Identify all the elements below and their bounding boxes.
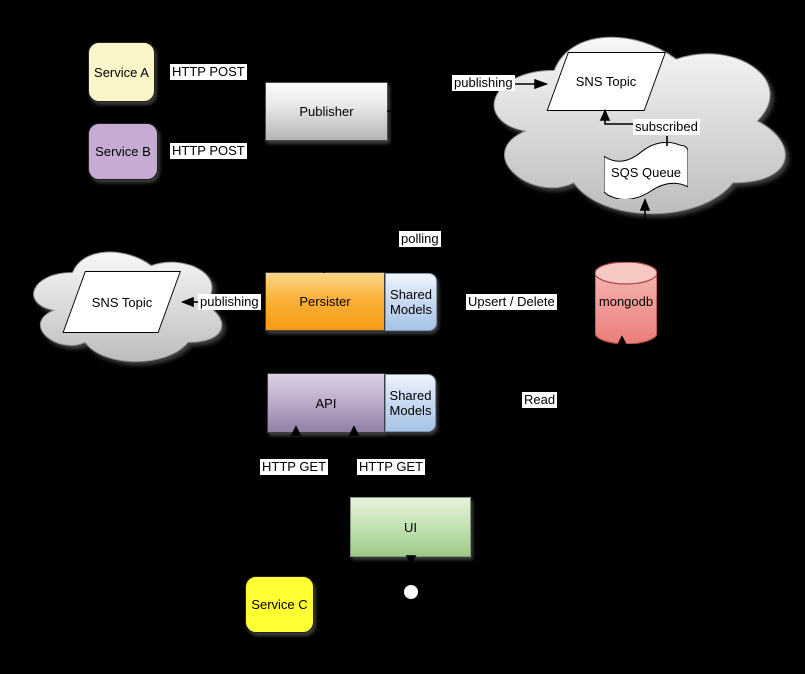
read-label[interactable]: Read <box>522 392 558 408</box>
service-c-node[interactable]: Service C <box>245 576 314 633</box>
upsert-delete-label[interactable]: Upsert / Delete <box>466 294 557 310</box>
ui-bottom-arrowhead-icon <box>405 555 417 565</box>
persister-node[interactable]: Persister <box>265 272 385 331</box>
api-node[interactable]: API <box>267 373 385 433</box>
service-a-node[interactable]: Service A <box>88 42 155 102</box>
polling-label[interactable]: polling <box>399 231 441 247</box>
ui-node[interactable]: UI <box>350 497 471 557</box>
start-dot[interactable] <box>404 585 418 599</box>
service-b-node[interactable]: Service B <box>88 123 158 180</box>
publishing-right-label[interactable]: publishing <box>452 75 515 91</box>
http-get-left-label[interactable]: HTTP GET <box>260 459 329 475</box>
sqs-queue-shape[interactable] <box>604 142 688 199</box>
http-post-a-label[interactable]: HTTP POST <box>170 64 247 80</box>
sns-topic-right-label: SNS Topic <box>575 74 637 89</box>
http-get-right-label[interactable]: HTTP GET <box>357 459 426 475</box>
shared-models-api-node[interactable]: Shared Models <box>385 374 436 432</box>
http-post-b-label[interactable]: HTTP POST <box>170 143 247 159</box>
publishing-left-label[interactable]: publishing <box>198 294 261 310</box>
sns-topic-left-label: SNS Topic <box>91 295 153 310</box>
mongodb-shape[interactable] <box>595 262 657 344</box>
publisher-node[interactable]: Publisher <box>265 82 388 141</box>
shared-models-persister-node[interactable]: Shared Models <box>385 273 437 331</box>
sqs-queue-label: SQS Queue <box>610 165 682 180</box>
mongodb-label: mongodb <box>598 294 654 309</box>
subscribed-label[interactable]: subscribed <box>633 119 700 135</box>
